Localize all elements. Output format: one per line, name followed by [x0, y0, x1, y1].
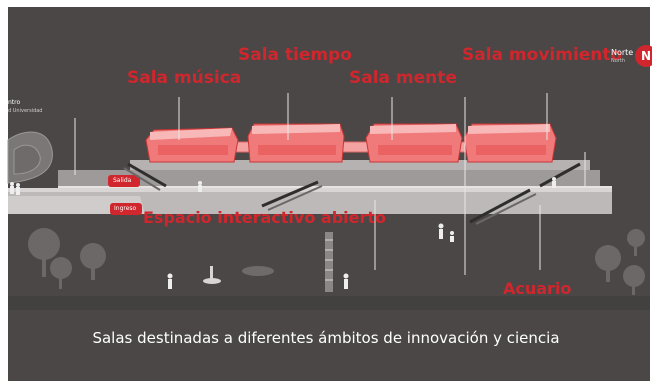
- leader-lines: [74, 93, 586, 275]
- left-structure: [7, 131, 53, 184]
- ground-band: [8, 296, 650, 310]
- escalators: [123, 162, 581, 225]
- room-boxes: [145, 123, 557, 163]
- label-sala-tiempo: Sala tiempo: [238, 45, 352, 65]
- ground-pad: [242, 266, 274, 276]
- escalator-center: [261, 180, 319, 208]
- compass-north: North: [611, 58, 625, 64]
- label-acuario: Acuario: [503, 279, 572, 298]
- room-musica-box: [145, 127, 239, 163]
- label-espacio-interactivo: Espacio interactivo abierto: [143, 208, 387, 227]
- room-movimiento-box: [463, 123, 557, 163]
- compass-letter: N: [641, 49, 652, 63]
- label-sala-mente: Sala mente: [349, 68, 457, 88]
- compass-disc: [635, 45, 652, 67]
- escalator-left: [127, 162, 167, 188]
- lower-deck: [8, 188, 612, 214]
- sign-ingreso: Ingreso: [114, 205, 137, 212]
- measuring-pole: [325, 232, 333, 292]
- edge-text-line1: ntro: [8, 99, 21, 106]
- label-sala-movimiento: Sala movimiento: [462, 45, 623, 65]
- room-mente-box: [365, 123, 463, 163]
- caption: Salas destinadas a diferentes ámbitos de…: [92, 329, 560, 347]
- ingreso-sign: [110, 203, 142, 215]
- escalator-right: [469, 188, 531, 224]
- person-icon: [10, 177, 556, 289]
- escalator-upper-right: [539, 162, 581, 188]
- platforms: [8, 141, 612, 215]
- sign-salida: Salida: [113, 177, 132, 184]
- edge-text-line2: d Universidad: [8, 108, 43, 114]
- label-sala-musica: Sala música: [127, 68, 242, 88]
- fountain: [203, 278, 221, 284]
- compass-norte: Norte: [611, 48, 634, 57]
- tree-icon: [28, 228, 645, 295]
- salida-sign: [108, 175, 140, 187]
- room-tiempo-box: [247, 123, 345, 163]
